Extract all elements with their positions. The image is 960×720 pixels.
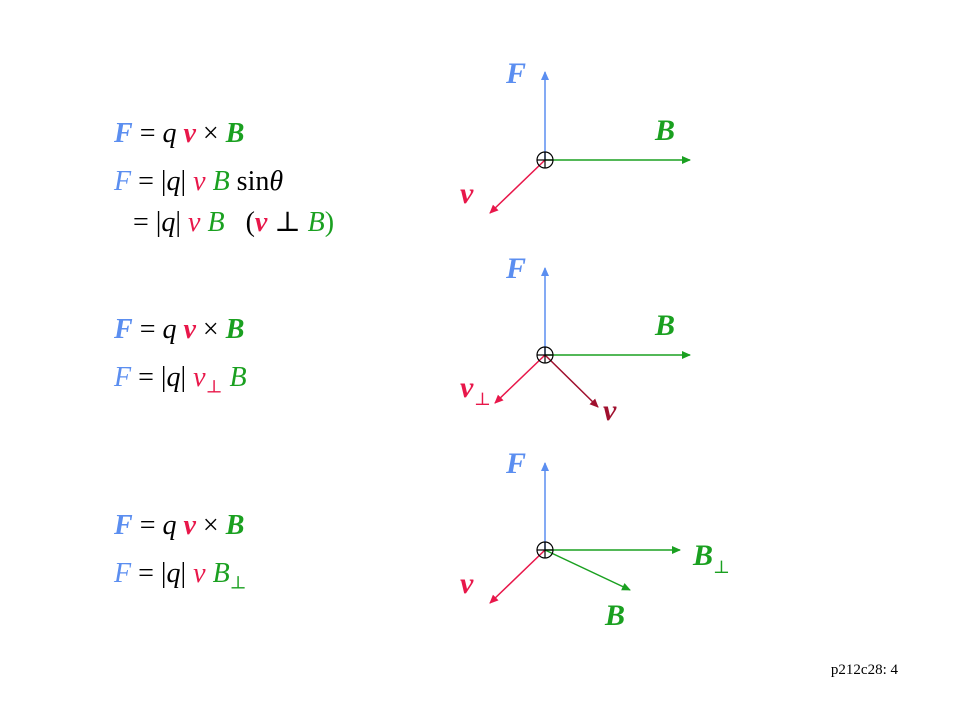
- s2-eq1-F: F: [114, 314, 133, 345]
- d3-velocity-arrow: [489, 549, 546, 604]
- s1-eq1-v: v: [176, 118, 203, 149]
- s3-eq1-B: B: [218, 510, 245, 541]
- s1-eq2-F: F: [114, 166, 132, 197]
- d1-label-B: B: [654, 114, 675, 147]
- s1-eq3-bar: |: [175, 207, 189, 238]
- s1-eq2-equals: = |: [131, 166, 167, 197]
- s3-eq1-v: v: [176, 510, 203, 541]
- d1-label-v: v: [460, 177, 474, 210]
- s2-eq1-equals: =: [132, 314, 163, 345]
- s1-eq3-perp: ⊥: [267, 207, 308, 238]
- d3-label-v: v: [460, 567, 474, 600]
- d1-velocity-arrow: [489, 159, 546, 214]
- d2-origin-circle-plus: [536, 346, 554, 364]
- d1-origin-circle-plus: [536, 151, 554, 169]
- s1-eq3-B: B: [207, 207, 225, 238]
- diagram-1: F B v: [460, 57, 691, 214]
- d2-velocity-arrow: [544, 354, 599, 408]
- s1-eq1-cross: ×: [202, 118, 219, 149]
- s2-eq2-F: F: [114, 362, 132, 393]
- s1-eq2: F = |q| v B sinθ: [100, 140, 283, 196]
- d2-label-F: F: [505, 252, 526, 285]
- s1-eq3-v-bold: v: [254, 207, 268, 238]
- s3-eq2-bar: |: [180, 558, 194, 589]
- s1-eq1-B: B: [218, 118, 245, 149]
- s3-eq2-q: q: [166, 558, 181, 589]
- s2-eq2-perp-sub: ⊥: [205, 376, 223, 397]
- d3-label-Bperp: B: [692, 539, 713, 572]
- d3-origin-circle-plus: [536, 541, 554, 559]
- s2-eq2-bar: |: [180, 362, 194, 393]
- s1-eq3-B2: B: [307, 207, 325, 238]
- s1-eq1: F = q v × B: [100, 92, 244, 148]
- s1-eq3-equals: = |: [126, 207, 162, 238]
- d2-label-vperp: v: [460, 371, 474, 404]
- d3-label-Bperp-sub: ⊥: [713, 557, 730, 578]
- s1-eq2-v: v: [193, 166, 206, 197]
- s3-eq1-cross: ×: [202, 510, 219, 541]
- s3-eq2-perp-sub: ⊥: [229, 572, 247, 593]
- s2-eq2-q: q: [166, 362, 181, 393]
- s2-eq1-cross: ×: [202, 314, 219, 345]
- s3-eq2: F = |q| v B⊥: [100, 532, 247, 592]
- s3-eq1-q: q: [162, 510, 177, 541]
- s1-eq2-theta: θ: [269, 166, 284, 197]
- slide-footer: p212c28: 4: [830, 662, 898, 678]
- s1-eq1-q: q: [162, 118, 177, 149]
- s2-eq1-v: v: [176, 314, 203, 345]
- s2-eq2-equals: = |: [131, 362, 167, 393]
- s3-eq1-F: F: [114, 510, 133, 541]
- d2-vperp-arrow: [494, 354, 546, 404]
- s2-eq1-q: q: [162, 314, 177, 345]
- s1-eq1-equals: =: [132, 118, 163, 149]
- d1-label-F: F: [505, 57, 526, 90]
- s1-eq2-B: B: [212, 166, 230, 197]
- s3-eq2-equals: = |: [131, 558, 167, 589]
- d2-label-v: v: [603, 394, 617, 427]
- s1-eq3: = |q| v B (v ⊥ B): [112, 181, 334, 237]
- s2-eq1-B: B: [218, 314, 245, 345]
- s3-eq2-F: F: [114, 558, 132, 589]
- d2-label-vperp-sub: ⊥: [474, 389, 491, 410]
- diagram-3: F B ⊥ v B: [460, 447, 730, 632]
- s2-eq2-v: v: [193, 362, 206, 393]
- s1-eq2-q: q: [166, 166, 181, 197]
- d3-field-arrow: [544, 549, 631, 591]
- s2-eq2-B: B: [222, 362, 247, 393]
- s3-eq2-v: v: [193, 558, 206, 589]
- s3-eq2-B: B: [212, 558, 230, 589]
- s1-eq2-bar: |: [180, 166, 194, 197]
- s1-eq1-F: F: [114, 118, 133, 149]
- s3-eq1: F = q v × B: [100, 484, 244, 540]
- s1-eq3-open-paren: (: [224, 207, 255, 238]
- d3-label-F: F: [505, 447, 526, 480]
- s1-eq3-v: v: [188, 207, 201, 238]
- s1-eq3-q: q: [161, 207, 176, 238]
- d3-label-B: B: [604, 599, 625, 632]
- d2-label-B: B: [654, 309, 675, 342]
- s2-eq1: F = q v × B: [100, 288, 244, 344]
- s1-eq2-sin: sin: [229, 166, 270, 197]
- s1-eq3-close-paren: ): [324, 207, 335, 238]
- diagram-2: F B v ⊥ v: [460, 252, 691, 427]
- s2-eq2: F = |q| v⊥ B: [100, 336, 247, 396]
- s3-eq1-equals: =: [132, 510, 163, 541]
